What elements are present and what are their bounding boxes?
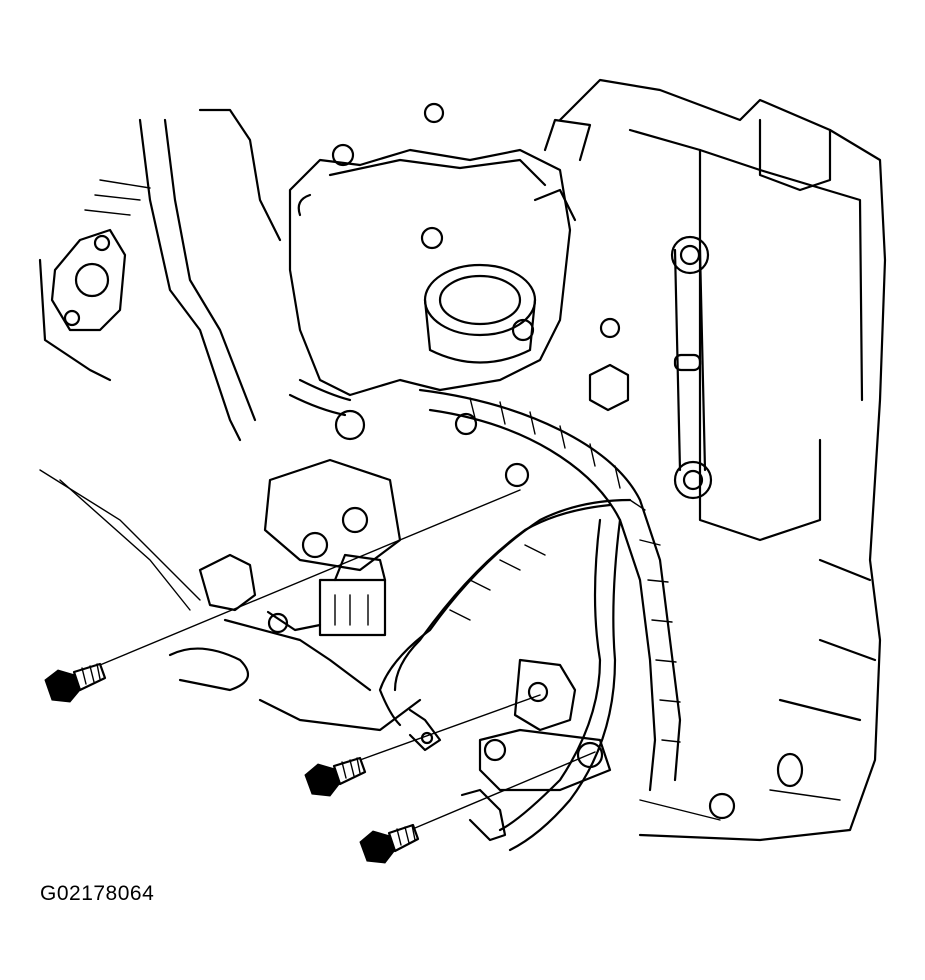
sensor-bracket <box>266 553 387 637</box>
center-nuts <box>334 317 630 488</box>
bolt-3 <box>359 823 420 864</box>
engine-block <box>558 78 887 842</box>
support-rod <box>670 235 713 500</box>
alignment-lines <box>99 489 596 829</box>
lower-sensor-mount <box>408 658 612 842</box>
left-flange <box>38 108 282 442</box>
thermostat-housing <box>288 102 592 397</box>
bolt-2 <box>304 756 367 797</box>
bolt-1 <box>44 662 107 703</box>
lower-left-mount <box>39 458 422 732</box>
wiring-harness <box>288 378 682 852</box>
figure-id-label: G02178064 <box>40 882 155 905</box>
